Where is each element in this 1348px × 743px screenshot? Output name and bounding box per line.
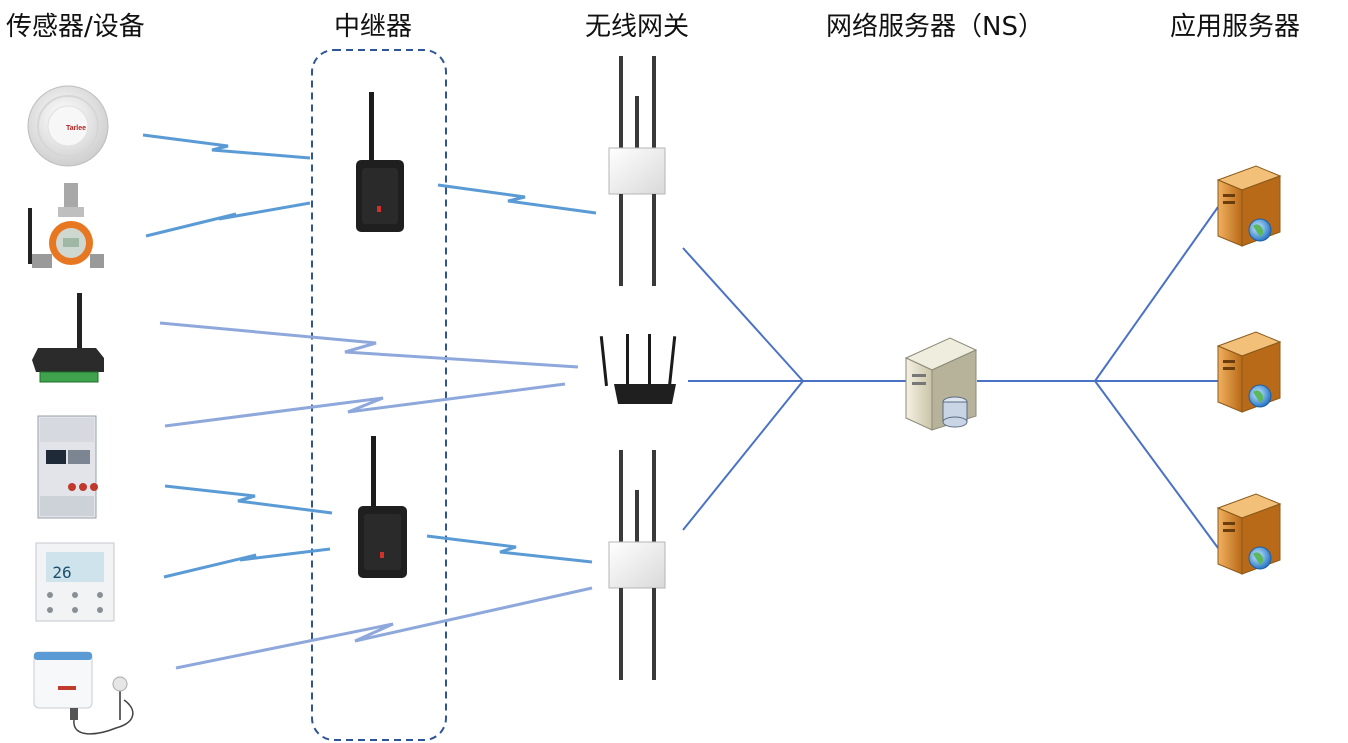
- relay-group-border: [311, 49, 447, 741]
- outdoor-gateway-2: [608, 450, 666, 680]
- column-title-sensors: 传感器/设备: [6, 12, 145, 42]
- environment-sensor: [33, 651, 134, 735]
- wireless-link: [426, 534, 593, 564]
- thermostat-panel: 26: [35, 542, 115, 622]
- wireless-links: [142, 133, 597, 670]
- outdoor-gateway-1: [608, 56, 666, 286]
- indoor-gateway: [599, 334, 677, 404]
- network-server: [904, 337, 978, 431]
- column-title-relays: 中继器: [334, 12, 413, 42]
- smoke-detector-brand: Tarlee: [66, 125, 86, 132]
- relay-device-2: [358, 436, 407, 578]
- smoke-detector: Tarlee: [27, 85, 109, 167]
- wireless-link: [145, 201, 311, 238]
- energy-meter: [37, 415, 98, 519]
- wireless-link: [164, 484, 333, 515]
- application-server-2: [1216, 331, 1282, 413]
- wireless-dtu: [32, 293, 104, 383]
- wireless-link: [159, 321, 579, 369]
- backhaul-lines: [682, 206, 1219, 549]
- thermostat-display: 26: [52, 563, 71, 582]
- wireless-link: [437, 183, 597, 215]
- column-title-gateways: 无线网关: [585, 12, 690, 42]
- wireless-link: [164, 382, 566, 428]
- pressure-transmitter: [28, 183, 104, 268]
- application-server-1: [1216, 165, 1282, 247]
- column-title-network-server: 网络服务器（NS）: [826, 12, 1044, 42]
- wireless-link: [163, 547, 331, 579]
- wireless-link: [175, 586, 593, 670]
- application-server-3: [1216, 493, 1282, 575]
- column-title-app-servers: 应用服务器: [1170, 12, 1301, 42]
- wireless-link: [142, 133, 311, 160]
- relay-device-1: [356, 92, 404, 232]
